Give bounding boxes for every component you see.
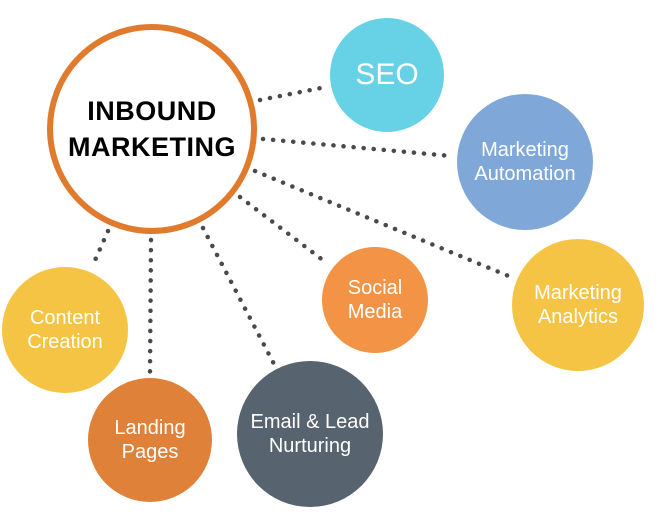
node-marketing-automation: Marketing Automation — [457, 94, 593, 230]
node-social-media-label: Social Media — [347, 277, 403, 323]
connector-marketing-analytics — [252, 168, 514, 280]
connector-social-media — [237, 194, 331, 267]
node-marketing-analytics-label: Marketing Analytics — [534, 282, 622, 328]
node-landing-pages: Landing Pages — [88, 378, 212, 502]
node-email-lead-nurturing-label: Email & Lead Nurturing — [250, 411, 370, 457]
node-content-creation: Content Creation — [2, 267, 128, 393]
node-content-creation-label: Content Creation — [27, 307, 103, 353]
center-node-label: INBOUND MARKETING — [68, 95, 236, 162]
center-node-inbound-marketing: INBOUND MARKETING — [47, 24, 257, 234]
node-landing-pages-label: Landing Pages — [114, 417, 186, 463]
node-email-lead-nurturing: Email & Lead Nurturing — [237, 361, 383, 507]
connector-marketing-automation — [260, 136, 454, 159]
connector-email-lead-nurturing — [200, 225, 277, 367]
node-marketing-automation-label: Marketing Automation — [474, 139, 576, 185]
connector-landing-pages — [147, 237, 154, 375]
node-marketing-analytics: Marketing Analytics — [512, 239, 644, 371]
connector-content-creation — [89, 228, 111, 270]
node-social-media: Social Media — [322, 247, 428, 353]
node-seo-label: SEO — [355, 58, 419, 91]
node-seo: SEO — [330, 18, 444, 132]
connector-seo — [257, 84, 329, 103]
